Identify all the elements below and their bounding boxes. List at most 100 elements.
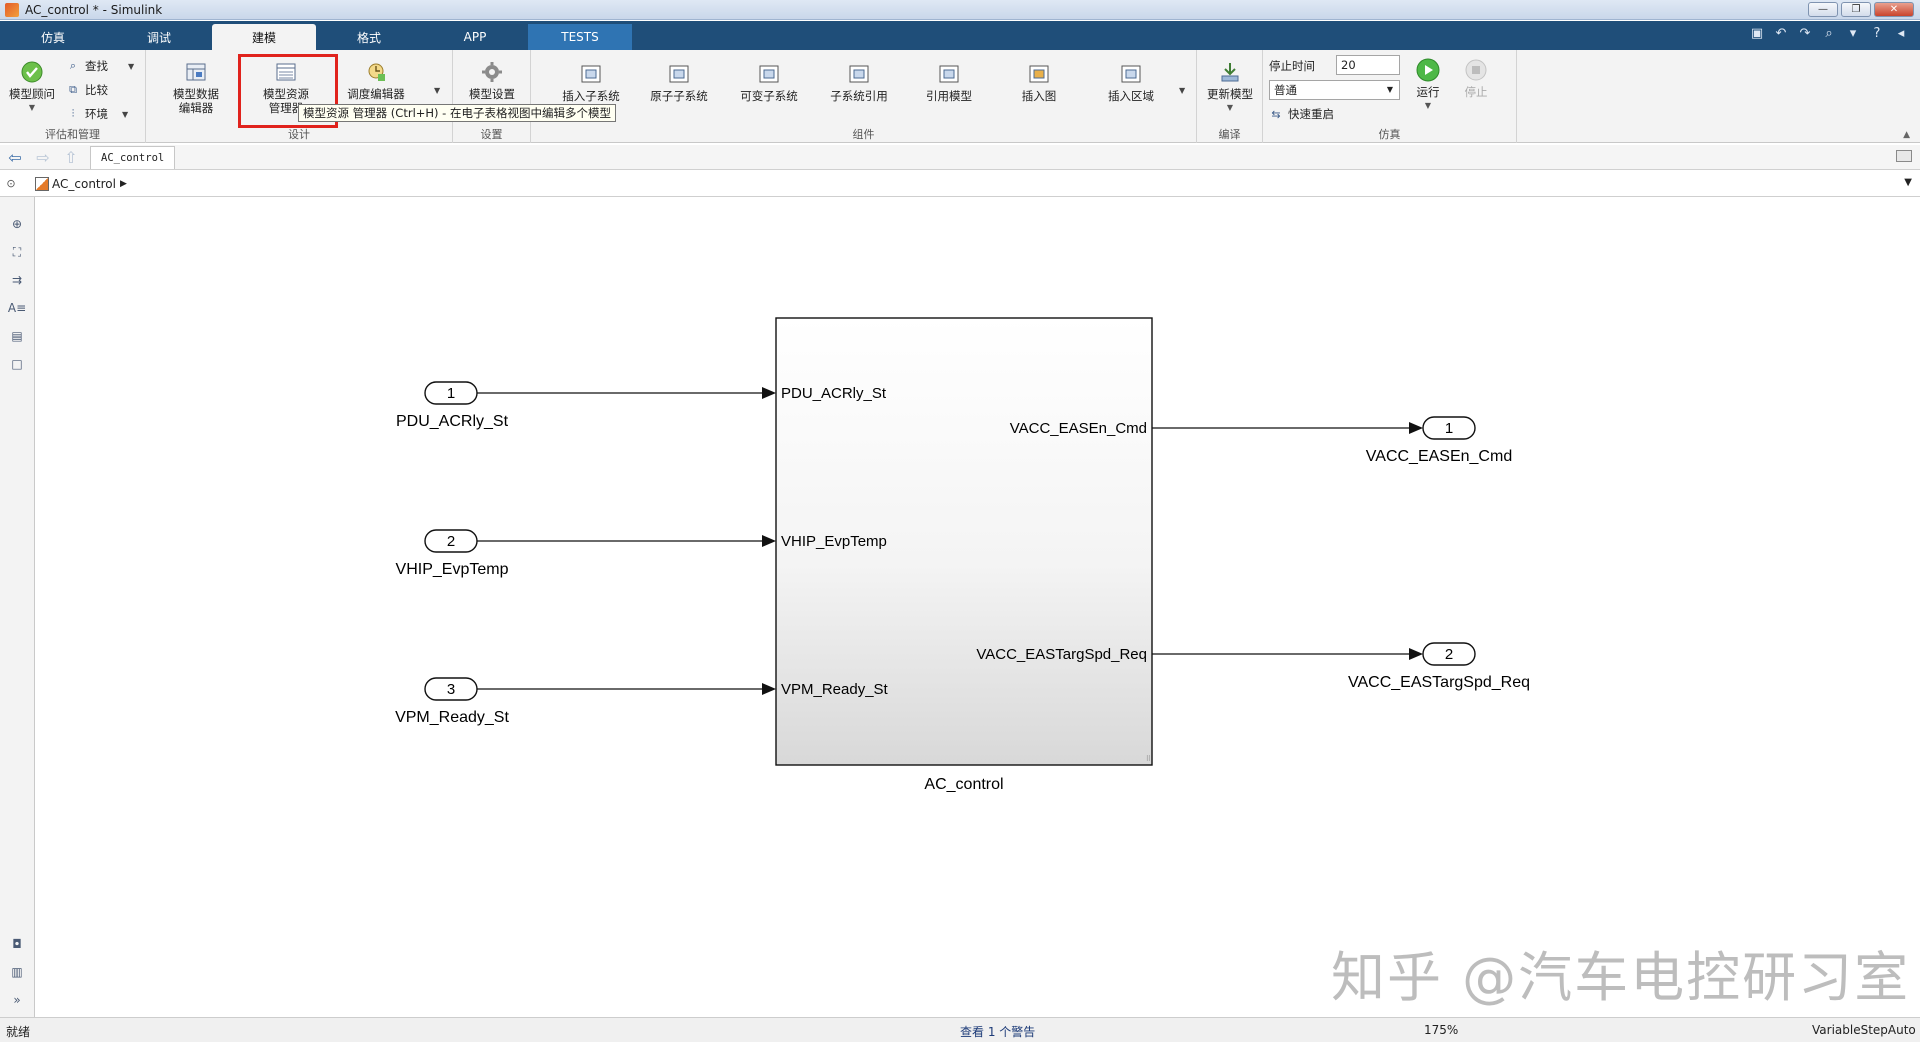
chevron-down-icon: ▼: [28, 103, 36, 112]
tab-debug[interactable]: 调试: [146, 30, 171, 45]
model-data-editor-button[interactable]: 模型数据 编辑器: [166, 60, 226, 115]
expand-palette-icon[interactable]: »: [13, 993, 21, 1007]
inport-number: 3: [447, 681, 455, 698]
run-label: 运行: [1416, 85, 1440, 99]
atomic-subsystem-button[interactable]: 原子子系统: [637, 62, 721, 103]
hide-browser-icon[interactable]: ⊙: [6, 177, 16, 190]
tab-modeling[interactable]: 建模: [212, 24, 316, 50]
minimize-button[interactable]: —: [1808, 2, 1838, 17]
stop-time-input[interactable]: 20: [1336, 55, 1400, 75]
collapse-ribbon-icon[interactable]: ▲: [1903, 130, 1910, 140]
schedule-editor-button[interactable]: 调度编辑器: [340, 60, 412, 101]
components-gallery-expand-icon[interactable]: ▼: [1179, 86, 1186, 95]
screenshot-icon[interactable]: ◘: [12, 937, 22, 951]
compare-icon: ⧉: [69, 83, 77, 96]
solver-name[interactable]: VariableStepAuto: [1812, 1023, 1916, 1037]
model-settings-label: 模型设置: [469, 87, 515, 101]
inport-block[interactable]: [424, 677, 478, 701]
zoom-icon[interactable]: ⊕: [11, 217, 23, 231]
fit-to-view-icon[interactable]: ⛶: [12, 244, 22, 259]
variant-subsystem-button[interactable]: 可变子系统: [727, 62, 811, 103]
environment-button[interactable]: ⫶ 环境: [66, 106, 108, 122]
model-canvas[interactable]: ⠿ AC_control PDU_ACRly_St VHIP_EvpTemp V…: [35, 197, 1920, 1017]
atomic-subsystem-icon: [666, 62, 692, 86]
find-icon: ⌕: [69, 59, 77, 72]
breadcrumb[interactable]: AC_control ▶: [35, 173, 127, 195]
model-data-editor-label-2: 编辑器: [178, 101, 214, 115]
property-inspector-icon[interactable]: ▥: [11, 965, 23, 979]
outport-name: VACC_EASEn_Cmd: [1366, 448, 1512, 465]
stop-button[interactable]: 停止: [1455, 58, 1497, 99]
environment-icon: ⫶: [71, 107, 75, 120]
close-button[interactable]: ✕: [1874, 2, 1914, 17]
save-icon[interactable]: ▣: [1750, 26, 1764, 41]
model-browser-toggle-icon[interactable]: [1896, 150, 1912, 162]
up-arrow-icon[interactable]: ⇧: [64, 147, 78, 167]
outport-block[interactable]: [1422, 416, 1476, 440]
design-gallery-expand-icon[interactable]: ▼: [434, 86, 441, 95]
breadcrumb-dropdown-icon[interactable]: ▼: [1904, 177, 1912, 188]
environment-dropdown-icon[interactable]: ▼: [122, 110, 129, 119]
model-browser-icon[interactable]: ▾: [1849, 26, 1857, 41]
redo-icon[interactable]: ↷: [1799, 26, 1811, 41]
fast-restart-label: 快速重启: [1288, 107, 1334, 121]
find-label: 查找: [85, 59, 108, 73]
model-advisor-button[interactable]: 模型顾问 ▼: [4, 60, 60, 115]
group-label-settings: 设置: [480, 128, 503, 141]
find-button[interactable]: ⌕ 查找: [66, 58, 108, 74]
signal-arrow-icon[interactable]: ⇉: [11, 273, 23, 287]
subsystem-inport-label: VHIP_EvpTemp: [781, 533, 887, 550]
compare-button[interactable]: ⧉ 比较: [66, 82, 108, 98]
group-design: 模型数据 编辑器 模型资源 管理器 调度编辑器 ▼ 设计: [146, 50, 453, 143]
update-model-dropdown-icon[interactable]: ▼: [1226, 103, 1234, 112]
minimize-ribbon-icon[interactable]: ◂: [1897, 26, 1905, 41]
model-tab-ac-control[interactable]: AC_control: [90, 145, 176, 169]
back-arrow-icon[interactable]: ⇦: [8, 147, 22, 167]
insert-chart-icon: [1026, 62, 1052, 86]
inport-name: VPM_Ready_St: [395, 709, 509, 726]
tab-app[interactable]: APP: [463, 30, 487, 44]
block-diagram[interactable]: ⠿ AC_control PDU_ACRly_St VHIP_EvpTemp V…: [35, 197, 1920, 1017]
inport-block[interactable]: [424, 529, 478, 553]
image-icon[interactable]: ▤: [11, 329, 23, 343]
model-settings-button[interactable]: 模型设置: [461, 60, 523, 101]
find-dropdown-icon[interactable]: ▼: [128, 62, 135, 71]
model-explorer-button[interactable]: 模型资源 管理器: [256, 60, 316, 115]
group-simulate: 停止时间 20 普通 ▼ ⇆ 快速重启 运行 ▼ 停止 仿真: [1263, 50, 1517, 143]
help-icon[interactable]: ?: [1873, 26, 1881, 41]
area-icon[interactable]: □: [11, 357, 23, 371]
annotation-icon[interactable]: A≡: [7, 301, 27, 315]
insert-chart-label: 插入图: [1021, 89, 1057, 103]
tab-simulation[interactable]: 仿真: [40, 30, 65, 45]
tab-format[interactable]: 格式: [356, 30, 381, 45]
undo-icon[interactable]: ↶: [1775, 26, 1787, 41]
fast-restart-toggle[interactable]: ⇆ 快速重启: [1269, 106, 1334, 122]
subsystem-block[interactable]: [775, 317, 1153, 766]
search-icon[interactable]: ⌕: [1825, 26, 1833, 41]
gear-icon: [479, 60, 505, 84]
insert-area-icon: [1118, 62, 1144, 86]
group-components: 插入子系统原子子系统可变子系统子系统引用引用模型插入图插入区域 ▼ 组件: [531, 50, 1197, 143]
insert-subsystem-button[interactable]: 插入子系统: [549, 62, 633, 103]
model-explorer-label-1: 模型资源: [263, 87, 309, 101]
update-model-button[interactable]: 更新模型 ▼: [1200, 60, 1260, 115]
variant-subsystem-label: 可变子系统: [740, 89, 798, 103]
outport-number: 2: [1445, 646, 1453, 663]
maximize-button[interactable]: ❐: [1841, 2, 1871, 17]
model-reference-button[interactable]: 引用模型: [907, 62, 991, 103]
forward-arrow-icon[interactable]: ⇨: [36, 147, 50, 167]
simulation-mode-select[interactable]: 普通 ▼: [1269, 80, 1400, 100]
tab-tests[interactable]: TESTS: [528, 24, 632, 50]
inport-block[interactable]: [424, 381, 478, 405]
zoom-level[interactable]: 175%: [1424, 1023, 1459, 1037]
insert-chart-button[interactable]: 插入图: [997, 62, 1081, 103]
inport-number: 2: [447, 533, 455, 550]
run-dropdown-icon[interactable]: ▼: [1424, 101, 1432, 110]
outport-block[interactable]: [1422, 642, 1476, 666]
run-button[interactable]: 运行 ▼: [1407, 58, 1449, 113]
insert-area-button[interactable]: 插入区域: [1089, 62, 1173, 103]
status-ready: 就绪: [6, 1025, 31, 1039]
signal-arrowhead: [1409, 422, 1423, 434]
subsystem-reference-button[interactable]: 子系统引用: [817, 62, 901, 103]
warnings-link[interactable]: 查看 1 个警告: [960, 1025, 1036, 1039]
